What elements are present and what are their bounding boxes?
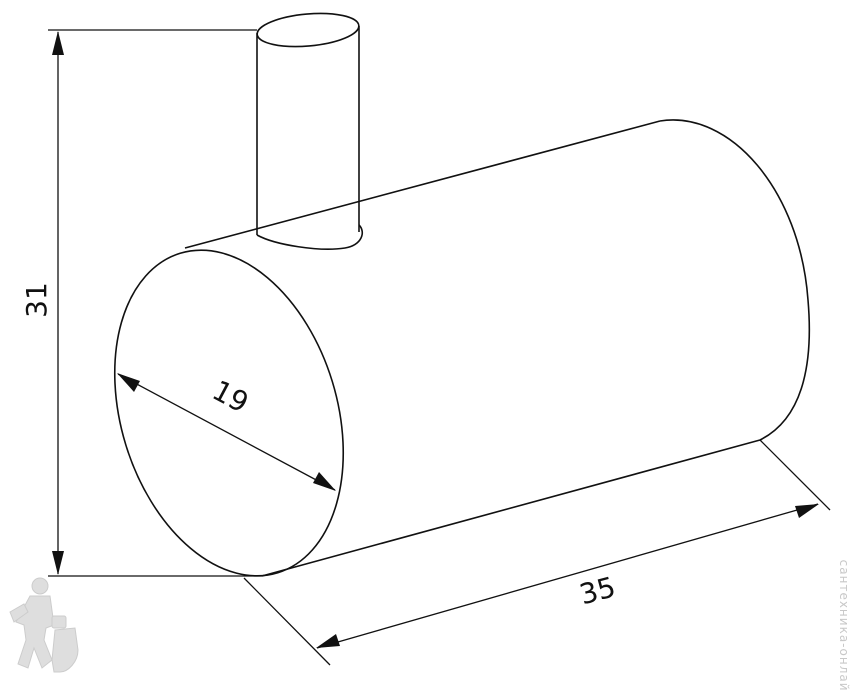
length-ext-back	[759, 439, 831, 511]
dimension-height: 31	[20, 29, 262, 577]
hook-body	[184, 119, 811, 577]
diameter-arrow-right	[313, 472, 336, 491]
diameter-line	[117, 373, 336, 491]
length-arrow-left	[316, 634, 340, 648]
hook-pin	[256, 12, 363, 250]
height-arrow-top	[52, 31, 64, 55]
length-arrow-right	[795, 504, 819, 518]
height-arrow-bottom	[52, 551, 64, 575]
length-ext-front	[243, 577, 331, 666]
diameter-label: 19	[207, 374, 254, 420]
pin-base	[256, 224, 363, 250]
pin-top	[256, 12, 360, 48]
front-face	[113, 249, 345, 577]
dimension-length: 35	[243, 439, 831, 666]
diameter-arrow-left	[117, 373, 140, 392]
body-back-arc	[659, 119, 811, 441]
length-label: 35	[576, 570, 619, 611]
watermark-logo	[9, 577, 79, 673]
body-bottom-edge	[261, 439, 761, 577]
length-line	[316, 503, 819, 649]
dimension-diameter: 19	[117, 373, 336, 491]
body-top-edge	[184, 120, 661, 249]
watermark-text: сантехника-онлайн	[837, 560, 851, 690]
height-label: 31	[20, 282, 53, 318]
